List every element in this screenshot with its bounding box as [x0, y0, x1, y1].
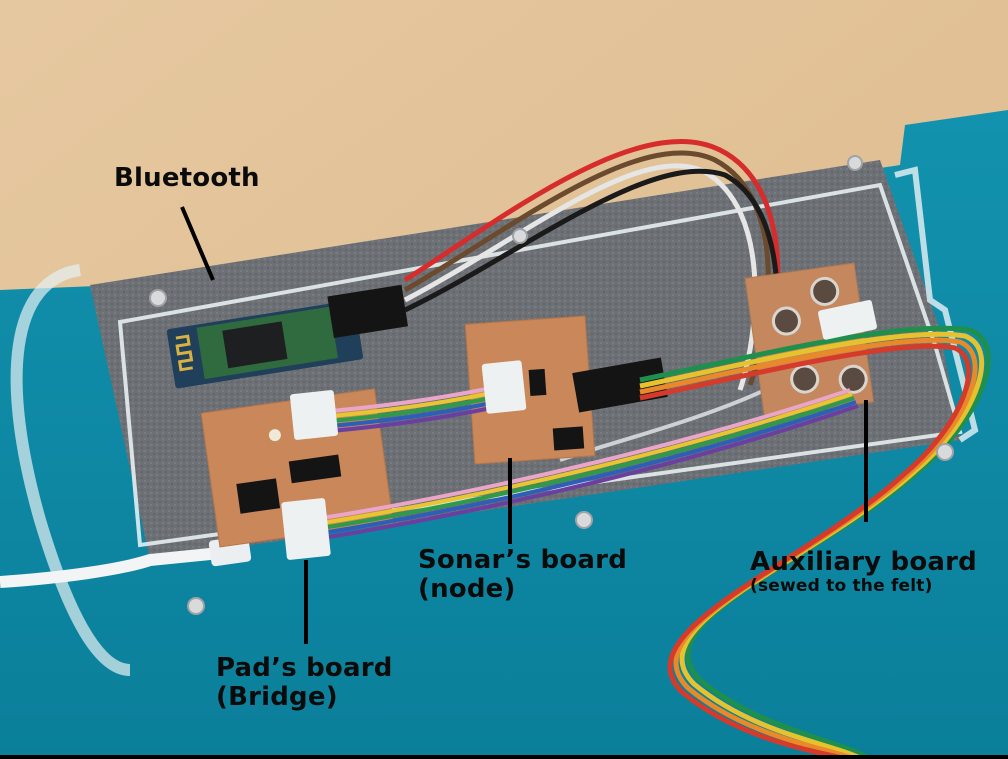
acrylic-frame: [117, 182, 963, 548]
label-pad-main: Pad’s board: [216, 653, 393, 683]
label-bluetooth-main: Bluetooth: [114, 163, 260, 193]
label-sonar-main: Sonar’s board: [418, 545, 628, 575]
sonar-board: [464, 315, 596, 465]
connector-pad-top: [290, 390, 338, 440]
ribbon-cable-bottom: [309, 388, 859, 542]
usb-cable: [0, 546, 231, 588]
callout-line-bluetooth: [180, 206, 215, 281]
label-pad-sub: (Bridge): [216, 682, 338, 713]
label-bluetooth: Bluetooth: [114, 163, 260, 193]
acrylic-edge: [894, 166, 979, 443]
connector-sonar: [481, 360, 527, 414]
label-auxiliary-main: Auxiliary board: [750, 547, 977, 577]
bt-header-connector: [327, 284, 409, 338]
auxiliary-board: [744, 262, 875, 418]
bluetooth-module: [166, 300, 364, 389]
label-auxiliary-board: Auxiliary board (sewed to the felt): [750, 547, 977, 597]
label-pad-board: Pad’s board (Bridge): [216, 653, 393, 713]
connector-pad-bottom: [281, 498, 331, 560]
hex-nuts: [149, 155, 954, 615]
label-sonar-sub: (node): [418, 574, 516, 605]
acrylic-arc: [10, 264, 131, 676]
bottom-border: [0, 755, 1008, 759]
label-auxiliary-sub: (sewed to the felt): [750, 576, 933, 597]
connector-aux: [818, 300, 877, 340]
rainbow-cable: [639, 325, 991, 759]
label-sonar-board: Sonar’s board (node): [418, 545, 628, 605]
